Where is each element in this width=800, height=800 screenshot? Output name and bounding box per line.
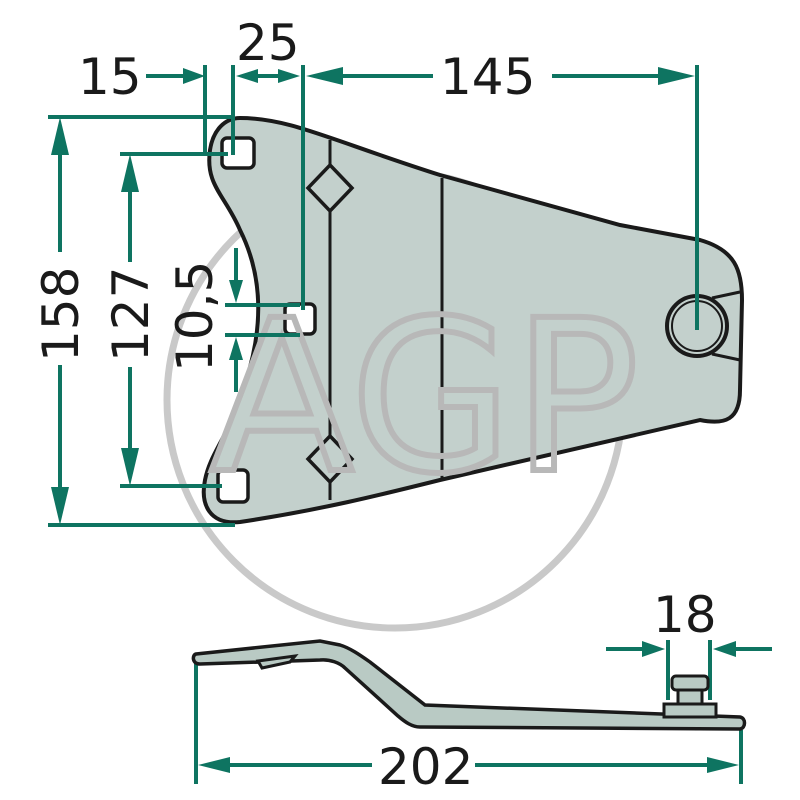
dimension-lines	[48, 65, 772, 784]
dim-127-label: 127	[102, 267, 160, 362]
dim-15-label: 15	[78, 48, 142, 106]
dim-25-label: 25	[236, 14, 300, 72]
dim-158-label: 158	[32, 267, 90, 362]
watermark-text: AGP	[210, 275, 639, 520]
side-view	[191, 639, 747, 731]
dim-10-5-label: 10,5	[166, 261, 224, 372]
pin-head	[670, 674, 710, 692]
dim-18-label: 18	[653, 586, 717, 644]
plate-top-view	[201, 115, 745, 525]
dim-145-label: 145	[440, 48, 535, 106]
dim-202-label: 202	[378, 738, 473, 796]
